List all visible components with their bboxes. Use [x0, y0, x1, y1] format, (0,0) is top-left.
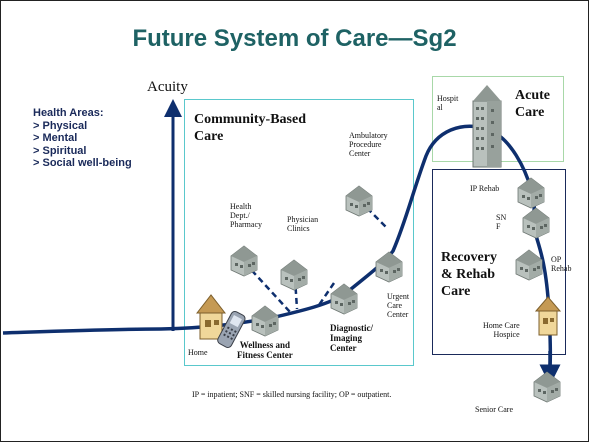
hospital-label: Hospit al: [437, 94, 459, 112]
op-rehab-label: OP Rehab: [551, 255, 572, 273]
cell-phone-icon: [217, 310, 246, 348]
senior-care-label: Senior Care: [475, 405, 513, 414]
community-care-title: Community-Based Care: [194, 112, 307, 144]
home-care-label: Home Care Hospice: [483, 321, 520, 339]
ambulatory-label: Ambulatory Procedure Center: [349, 131, 388, 158]
health-dept-building-icon: [230, 245, 258, 277]
senior-care-building-icon: [533, 371, 561, 403]
physician-building-icon: [280, 259, 308, 291]
health-dept-label: Health Dept./ Pharmacy: [230, 202, 262, 229]
home-label: Home: [188, 348, 208, 357]
slide-title: Future System of Care—Sg2: [132, 25, 457, 52]
physician-label: Physician Clinics: [287, 215, 319, 233]
urgent-care-building-icon: [375, 251, 403, 283]
op-rehab-building-icon: [515, 249, 543, 281]
hospital-building-icon: [472, 85, 502, 168]
health-area-item: > Physical: [33, 119, 88, 132]
snf-building-icon: [522, 207, 550, 239]
footnote: IP = inpatient; SNF = skilled nursing fa…: [192, 390, 392, 399]
health-areas-heading: Health Areas:: [33, 107, 104, 119]
community-care-box: [184, 99, 414, 366]
health-area-item: > Spiritual: [33, 144, 87, 157]
wellness-building-icon: [251, 305, 279, 337]
ip-rehab-building-icon: [517, 177, 545, 209]
health-area-item: > Mental: [33, 132, 78, 144]
ip-rehab-label: IP Rehab: [470, 184, 500, 193]
ambulatory-building-icon: [345, 185, 373, 217]
acuity-label: Acuity: [147, 79, 188, 95]
recovery-care-box: [432, 169, 566, 355]
snf-label: SN F: [496, 213, 507, 231]
wellness-label: Wellness and Fitness Center: [237, 340, 293, 360]
recovery-care-title: Recovery & Rehab Care: [441, 250, 497, 299]
home-house-icon: [195, 294, 227, 340]
diagnostic-label: Diagnostic/ Imaging Center: [330, 323, 374, 353]
health-areas-list: Health Areas: > Physical > Mental > Spir…: [33, 107, 132, 170]
urgent-care-label: Urgent Care Center: [387, 292, 410, 319]
acute-care-title: Acute Care: [515, 88, 550, 120]
home-care-house-icon: [534, 296, 562, 336]
health-area-item: > Social well-being: [33, 157, 132, 169]
